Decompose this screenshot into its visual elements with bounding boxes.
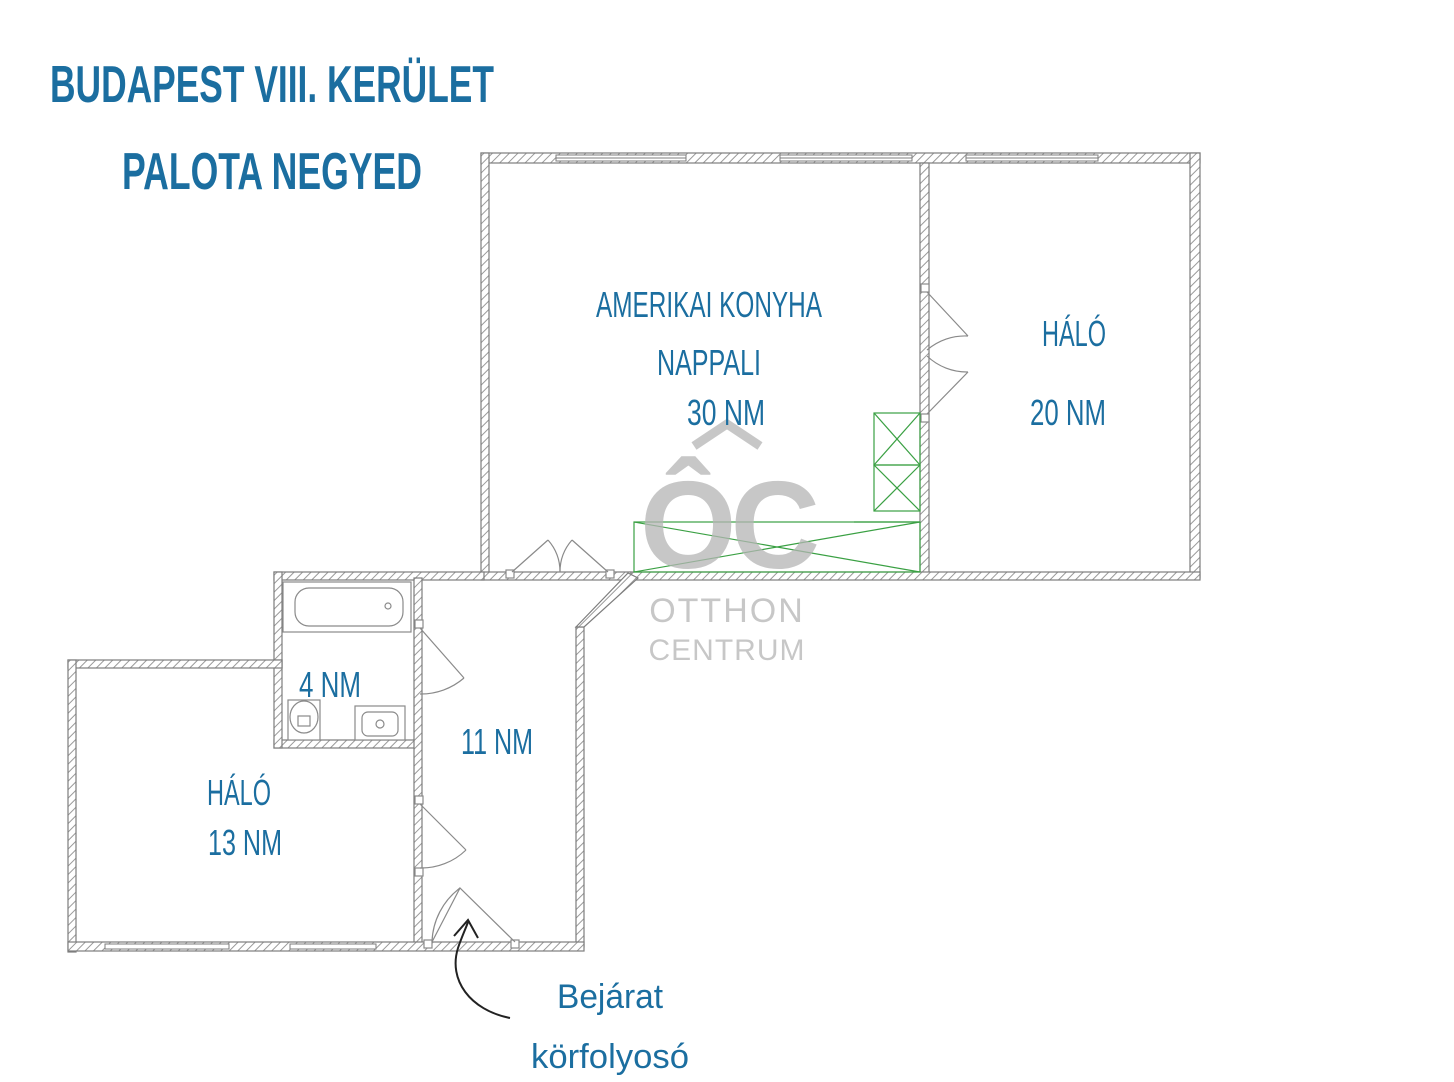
sink-icon (354, 705, 406, 741)
page-subtitle: PALOTA NEGYED (122, 143, 422, 201)
toilet-icon (287, 699, 321, 741)
watermark-line2: CENTRUM (649, 634, 806, 667)
entrance-marker: Bejárat körfolyosó (453, 918, 689, 1076)
roof-icon (691, 418, 763, 450)
hallway-area: 11 NM (461, 721, 533, 762)
living-room-area: 30 NM (687, 392, 765, 433)
doors (414, 283, 969, 949)
watermark-logo-letters: ÔC (640, 456, 817, 595)
bathroom-area: 4 NM (299, 664, 361, 705)
entrance-arrow-icon (454, 921, 511, 1019)
bedroom-left-label: HÁLÓ (207, 772, 271, 813)
room-labels: AMERIKAI KONYHA NAPPALI 30 NM HÁLÓ 20 NM… (207, 284, 1106, 863)
watermark-logo: ÔC OTTHON CENTRUM (640, 418, 823, 667)
bedroom-right-area: 20 NM (1030, 392, 1106, 433)
living-room-label-2: NAPPALI (657, 342, 761, 383)
bedroom-left-area: 13 NM (208, 822, 282, 863)
windows (104, 154, 1099, 950)
page-title: BUDAPEST VIII. KERÜLET (50, 56, 494, 114)
kitchen-counter (633, 412, 921, 573)
header: BUDAPEST VIII. KERÜLET PALOTA NEGYED (50, 56, 494, 201)
bedroom-right-label: HÁLÓ (1042, 313, 1106, 354)
bathroom-fixtures (282, 581, 412, 741)
watermark-line1: OTTHON (649, 592, 805, 630)
entrance-label: Bejárat (557, 978, 664, 1016)
corridor-label: körfolyosó (531, 1038, 689, 1076)
living-room-label-1: AMERIKAI KONYHA (596, 284, 822, 325)
